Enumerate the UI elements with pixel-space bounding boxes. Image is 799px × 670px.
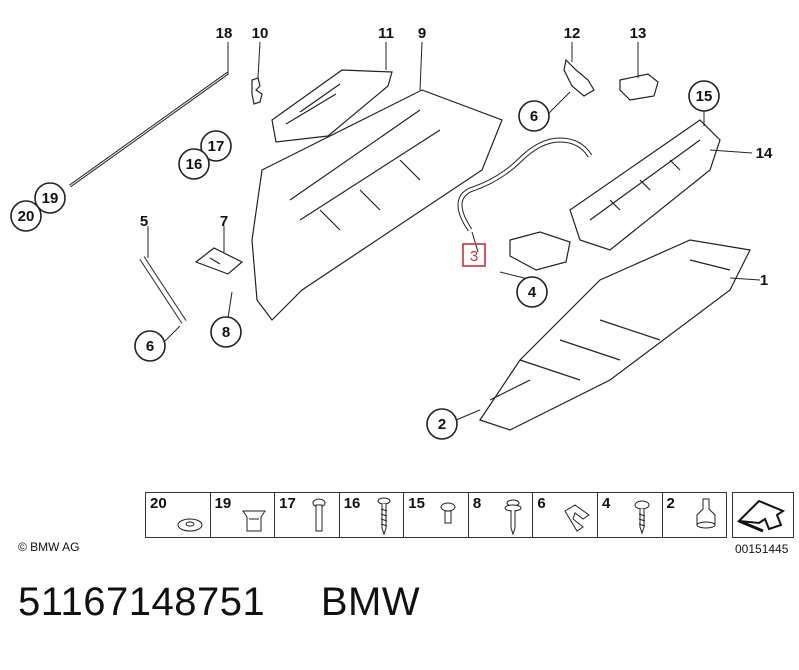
callout-6-left: 6 <box>146 338 154 355</box>
callout-17: 17 <box>208 138 225 155</box>
bolt-icon <box>312 498 326 532</box>
legend-cell-19: 19 <box>211 493 276 537</box>
panel-part-11 <box>271 69 393 143</box>
callout-9: 9 <box>418 25 426 42</box>
callout-6-top: 6 <box>530 108 538 125</box>
callout-20: 20 <box>18 208 35 225</box>
legend-cell-16: 16 <box>340 493 405 537</box>
frame-part-9 <box>251 89 503 321</box>
legend-num: 16 <box>343 495 361 512</box>
flange-screw-icon <box>504 499 522 536</box>
bracket-part-10 <box>251 77 263 105</box>
glovebox-part-1 <box>479 239 751 431</box>
legend-num: 20 <box>150 495 167 512</box>
legend-num: 17 <box>279 495 296 512</box>
callout-15: 15 <box>696 88 713 105</box>
clip-icon <box>564 504 591 532</box>
callout-5: 5 <box>140 213 148 230</box>
callout-circle-20 <box>10 200 42 232</box>
callout-4: 4 <box>528 284 537 301</box>
callout-8: 8 <box>222 324 230 341</box>
callout-16: 16 <box>186 156 203 173</box>
legend-num: 15 <box>408 495 425 512</box>
rod-part-18 <box>69 71 229 188</box>
part-number: 51167148751 <box>18 580 266 624</box>
next-page-arrow[interactable] <box>732 492 794 538</box>
callout-1: 1 <box>760 272 768 289</box>
legend-num: 2 <box>666 495 675 512</box>
grommet-icon <box>241 510 266 532</box>
legend-cell-6: 6 <box>533 493 598 537</box>
legend-cell-17: 17 <box>275 493 340 537</box>
callout-circle-15 <box>688 80 720 112</box>
callout-circle-6-left <box>134 330 166 362</box>
legend-num: 6 <box>537 495 546 512</box>
screw-icon <box>377 497 391 536</box>
callout-circle-17 <box>200 130 232 162</box>
callout-13: 13 <box>630 25 647 42</box>
callout-18: 18 <box>216 25 233 42</box>
lock-part-4 <box>509 231 571 271</box>
callout-circle-19 <box>34 182 66 214</box>
legend-num: 4 <box>601 495 611 512</box>
legend-cell-15: 15 <box>404 493 469 537</box>
short-screw-icon <box>440 502 456 524</box>
leader-lines <box>147 41 761 421</box>
document-number: 00151445 <box>735 542 789 556</box>
highlight-box-3 <box>462 243 486 267</box>
callout-circle-8 <box>210 316 242 348</box>
arrow-icon <box>736 499 786 533</box>
callout-3: 3 <box>470 248 478 265</box>
buffer-icon <box>696 498 715 529</box>
callout-circle-4 <box>516 276 548 308</box>
legend-num: 8 <box>472 495 482 512</box>
legend-cell-2: 2 <box>663 493 727 537</box>
callout-12: 12 <box>564 25 581 42</box>
callout-19: 19 <box>42 190 59 207</box>
screw-icon <box>634 500 650 535</box>
cover-part-13 <box>619 73 659 101</box>
washer-icon <box>177 518 203 532</box>
legend-cell-20: 20 <box>146 493 211 537</box>
latch-part-12 <box>563 58 595 97</box>
legend-cell-4: 4 <box>598 493 663 537</box>
copyright-label: © BMW AG <box>18 540 80 554</box>
strut-part-5 <box>139 256 187 324</box>
footer-title: 51167148751 BMW <box>18 580 420 625</box>
callout-circle-2 <box>426 408 458 440</box>
callout-10: 10 <box>252 25 269 42</box>
parts-diagram: 18 10 11 9 12 13 6 15 14 17 16 19 20 5 7… <box>10 25 773 440</box>
callout-circle-16 <box>178 148 210 180</box>
callout-7: 7 <box>220 213 228 230</box>
clip-part-7 <box>194 247 244 275</box>
callout-circle-6-top <box>518 100 550 132</box>
legend-num: 19 <box>214 495 232 512</box>
parts-legend-strip: 20 19 17 16 15 8 <box>145 492 727 538</box>
callout-11: 11 <box>378 25 394 42</box>
brand-name: BMW <box>320 580 421 624</box>
callout-2: 2 <box>438 416 446 433</box>
callout-14: 14 <box>756 145 773 162</box>
legend-cell-8: 8 <box>469 493 534 537</box>
bracket-part-14 <box>569 119 721 251</box>
